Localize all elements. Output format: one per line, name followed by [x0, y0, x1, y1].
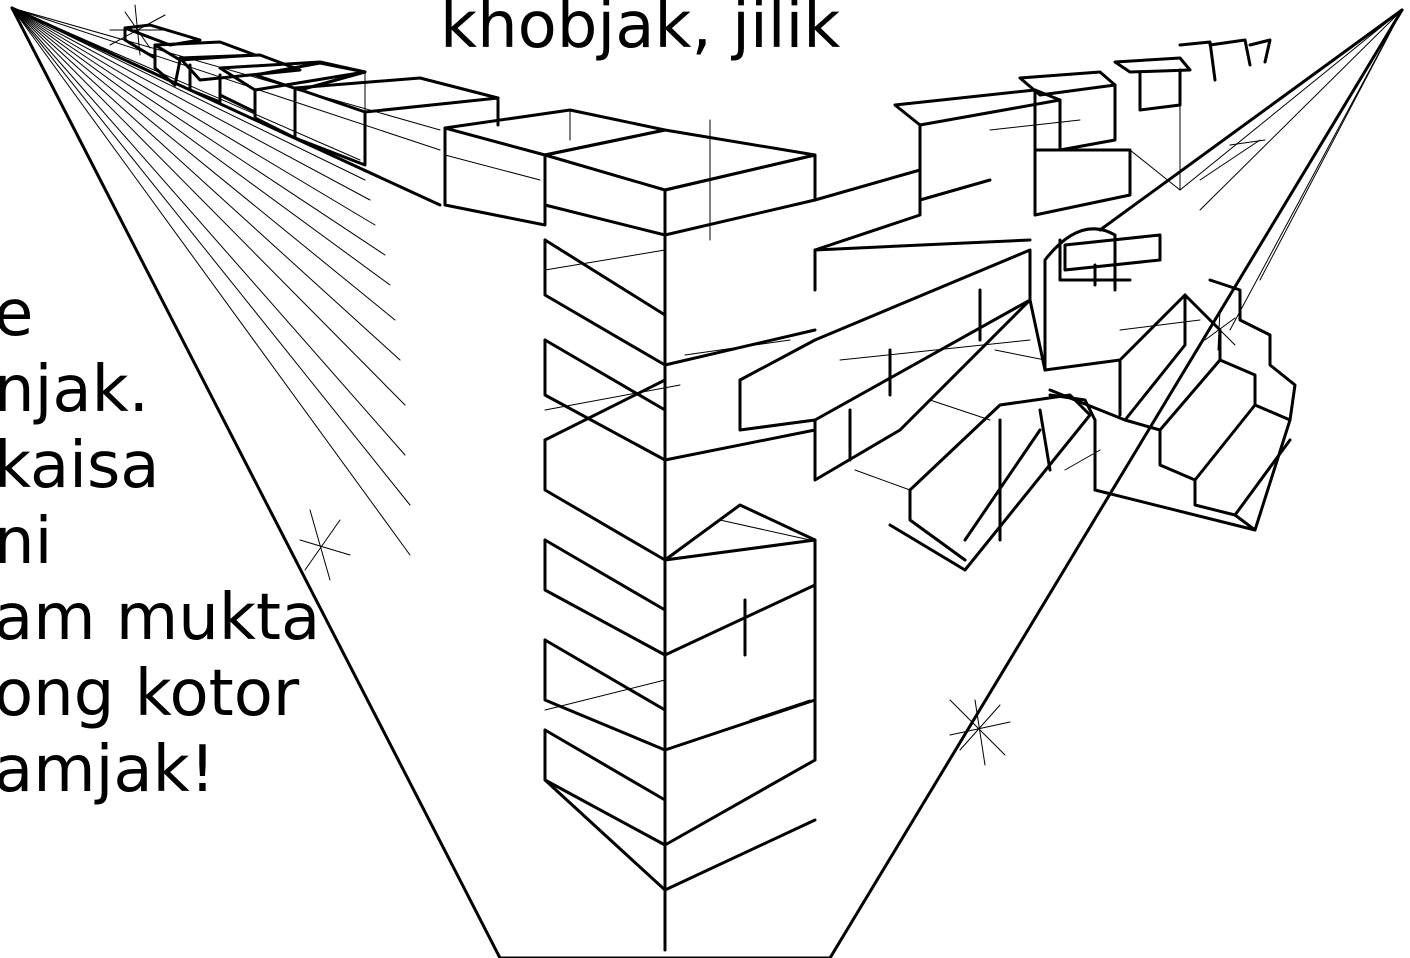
- staircase: [1093, 278, 1297, 532]
- sparkle-left-middle: [299, 509, 351, 581]
- outer-frame: [10, 6, 1404, 958]
- caption-line: ni: [0, 505, 53, 579]
- caption-line: njak.: [0, 353, 149, 427]
- caption-line: amjak!: [0, 733, 216, 807]
- sparkle-marks: [109, 4, 1236, 766]
- sparkle-right-staircase: [1204, 309, 1236, 351]
- channel-structures: [888, 393, 1097, 572]
- caption-line: am mukta: [0, 581, 321, 655]
- caption-line: e: [0, 277, 34, 351]
- central-tower: [543, 233, 817, 952]
- right-beams: [738, 168, 1047, 482]
- left-box-hidden-lines: [364, 71, 711, 241]
- caption-line: ong kotor: [0, 657, 300, 731]
- right-buildings: [893, 38, 1272, 422]
- drawing-title: khobjak, jilik: [440, 0, 841, 63]
- sparkle-top-left: [109, 4, 171, 56]
- caption-line: kaisa: [0, 429, 160, 503]
- sparkle-bottom-right: [949, 699, 1011, 766]
- right-construction-rays: [1179, 9, 1403, 331]
- thin-construction-lines: [544, 89, 1266, 721]
- caption-text: e njak. kaisa ni am mukta ong kotor amja…: [0, 276, 320, 808]
